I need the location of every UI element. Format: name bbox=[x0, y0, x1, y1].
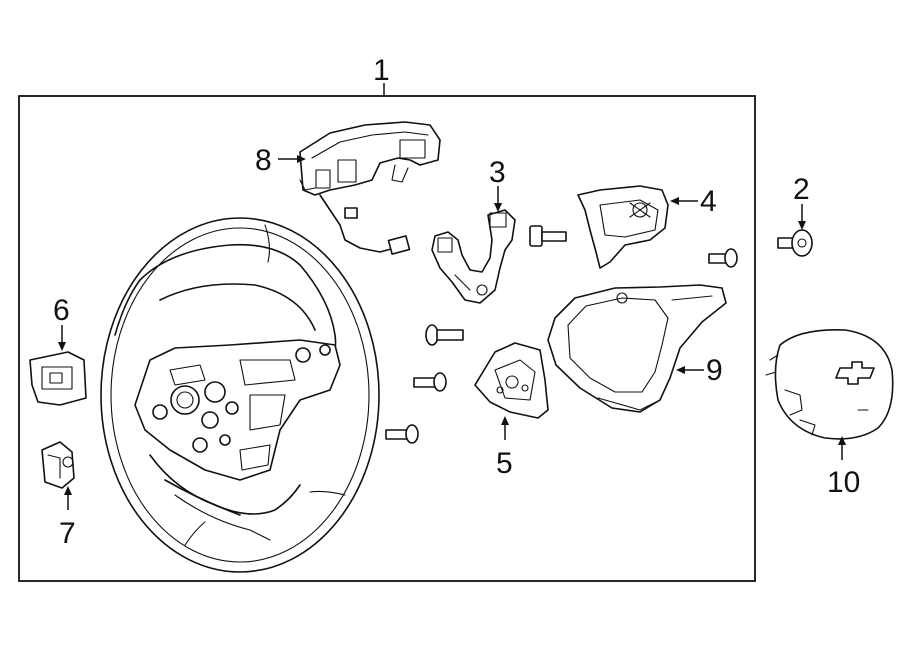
screw-b bbox=[708, 248, 738, 268]
callout-8: 8 bbox=[255, 144, 272, 177]
callout-5: 5 bbox=[496, 447, 513, 480]
part-4-right-switch bbox=[577, 185, 669, 269]
callout-4: 4 bbox=[700, 185, 717, 218]
part-10-airbag bbox=[765, 328, 894, 440]
part-5-left-switch bbox=[474, 342, 549, 419]
part-9-bezel bbox=[547, 284, 727, 413]
screw-a bbox=[529, 225, 567, 247]
part-3-switch-harness bbox=[431, 209, 516, 304]
part-6-clip bbox=[29, 351, 87, 406]
callout-7: 7 bbox=[59, 517, 76, 550]
callout-2: 2 bbox=[793, 173, 810, 206]
callout-10: 10 bbox=[827, 466, 860, 499]
part-2-fastener bbox=[777, 229, 813, 257]
callout-1: 1 bbox=[373, 54, 390, 87]
callout-6: 6 bbox=[53, 294, 70, 327]
steering-wheel bbox=[100, 217, 380, 573]
screw-d bbox=[413, 372, 447, 392]
callout-9: 9 bbox=[706, 354, 723, 387]
assembly-frame bbox=[18, 95, 756, 582]
part-7-switch bbox=[41, 441, 75, 489]
screw-e bbox=[385, 424, 419, 444]
part-8-harness bbox=[299, 121, 441, 255]
callout-3: 3 bbox=[489, 156, 506, 189]
screw-c bbox=[425, 324, 464, 346]
